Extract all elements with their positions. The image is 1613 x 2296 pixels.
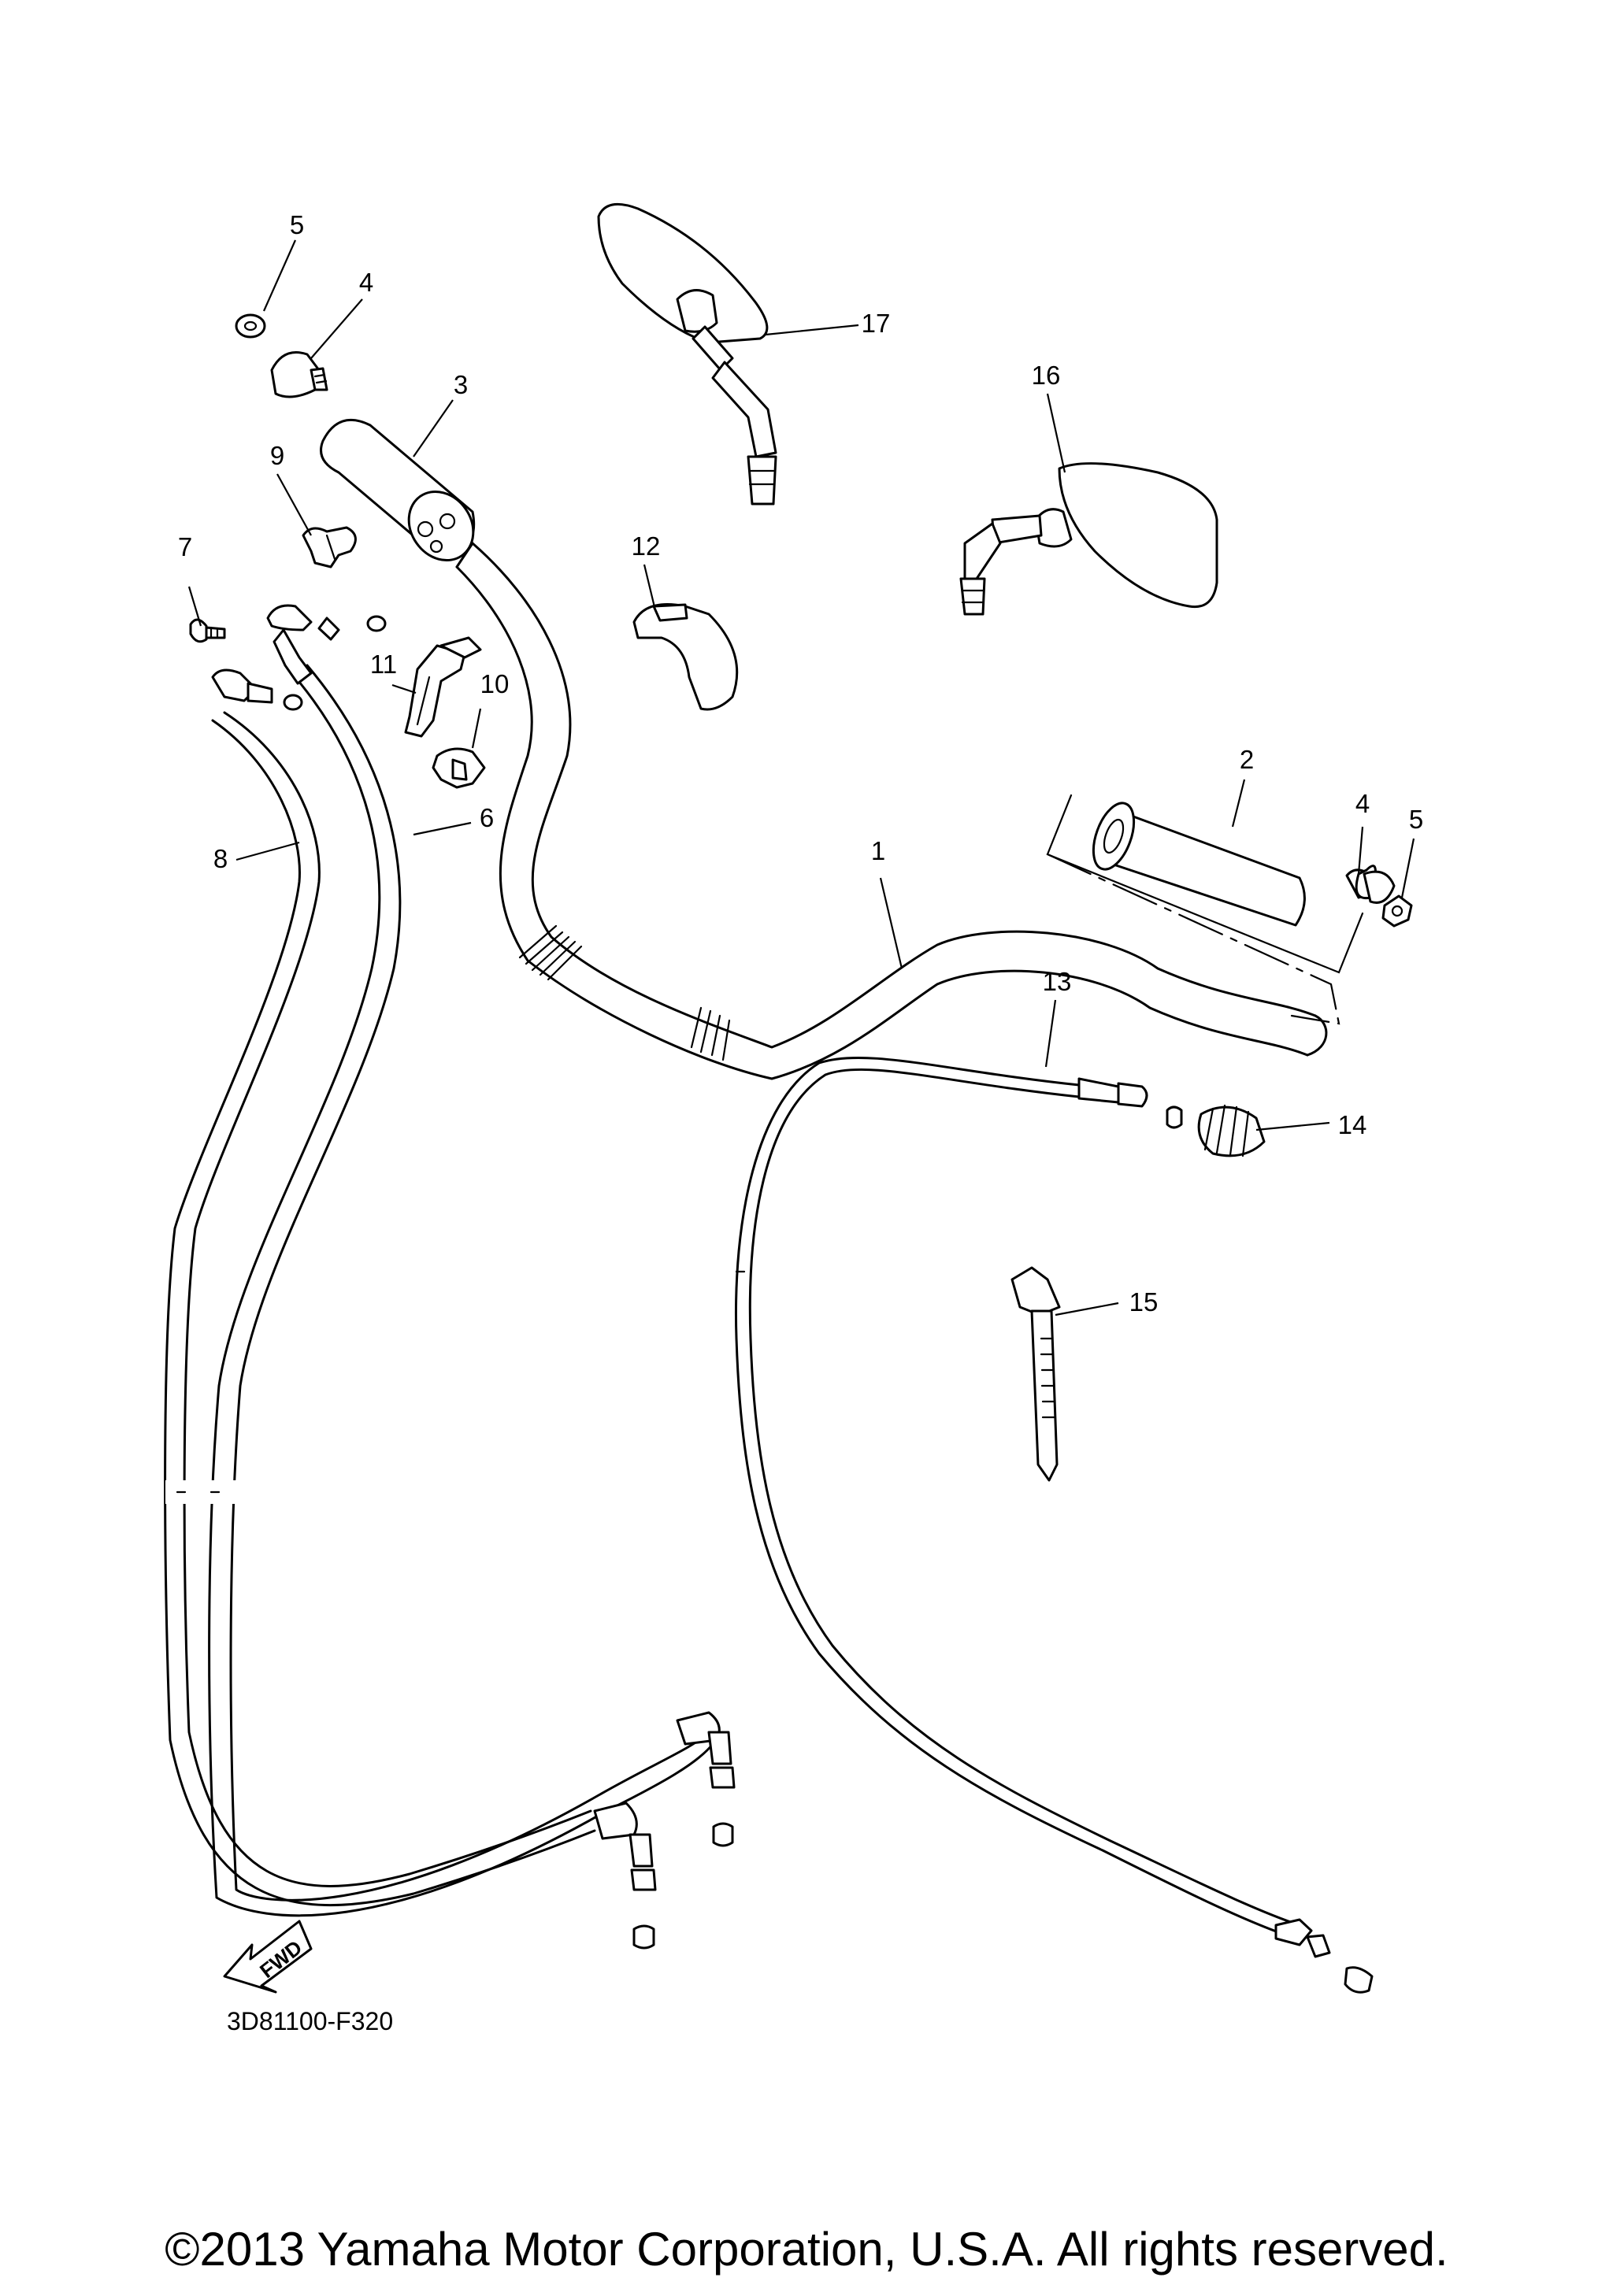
mirror-right — [959, 462, 1218, 616]
callout-9: 9 — [270, 441, 284, 470]
grip-left — [320, 418, 476, 562]
band-12 — [632, 603, 739, 711]
callout-10: 10 — [480, 669, 510, 698]
adjuster-14 — [1197, 1104, 1266, 1157]
handlebar-knurl-left — [518, 924, 583, 981]
callout-5-left: 5 — [290, 210, 304, 239]
callout-6: 6 — [480, 803, 494, 832]
callout-2: 2 — [1240, 745, 1254, 774]
clip-11 — [404, 636, 482, 738]
drawing-code: 3D81100-F320 — [227, 2007, 393, 2035]
callout-labels: 1 2 3 4 4 5 5 6 7 8 9 10 11 12 13 14 15 … — [178, 210, 1423, 1316]
callout-11: 11 — [370, 650, 397, 679]
cable-tie-15 — [1010, 1266, 1061, 1482]
handlebar-knurl-right — [690, 1006, 731, 1061]
cable-fitting-top — [211, 604, 387, 711]
clamp-9 — [302, 526, 357, 568]
callout-5-right: 5 — [1409, 805, 1423, 834]
throttle-cable-8 — [164, 711, 596, 1907]
cable-fitting-bottom-6 — [676, 1711, 736, 1847]
grip-right — [1046, 794, 1364, 1025]
screw-left — [235, 313, 266, 339]
callout-17: 17 — [862, 309, 891, 338]
handlebar — [455, 542, 1328, 1080]
nut-right — [1381, 894, 1413, 928]
mirror-left — [597, 202, 777, 505]
cable-fitting-bottom-8 — [593, 1802, 657, 1950]
clutch-cable-13 — [735, 1056, 1374, 1994]
clutch-cable-fitting-bottom — [1274, 1918, 1374, 1994]
callout-3: 3 — [454, 370, 468, 399]
callout-14: 14 — [1338, 1110, 1367, 1139]
callout-4-right: 4 — [1355, 789, 1370, 818]
callout-12: 12 — [632, 531, 661, 561]
clutch-cable-fitting-top — [1077, 1077, 1183, 1129]
callout-15: 15 — [1129, 1287, 1159, 1316]
bar-end-weight-left — [270, 351, 328, 398]
fwd-arrow: FWD — [223, 1920, 313, 1994]
bar-end-weight-right — [1345, 865, 1396, 904]
screw-7 — [189, 618, 226, 643]
callout-1: 1 — [871, 836, 885, 865]
callout-13: 13 — [1043, 967, 1072, 996]
callout-leaders — [187, 239, 1415, 1316]
callout-8: 8 — [213, 844, 228, 873]
throttle-cable-6 — [208, 664, 714, 1917]
callout-4-left: 4 — [359, 268, 373, 297]
callout-7: 7 — [178, 532, 192, 561]
holder-10 — [432, 747, 486, 789]
copyright-notice: ©2013 Yamaha Motor Corporation, U.S.A. A… — [165, 2223, 1448, 2276]
cable-break-marks — [165, 1260, 764, 1504]
callout-16: 16 — [1032, 361, 1061, 390]
